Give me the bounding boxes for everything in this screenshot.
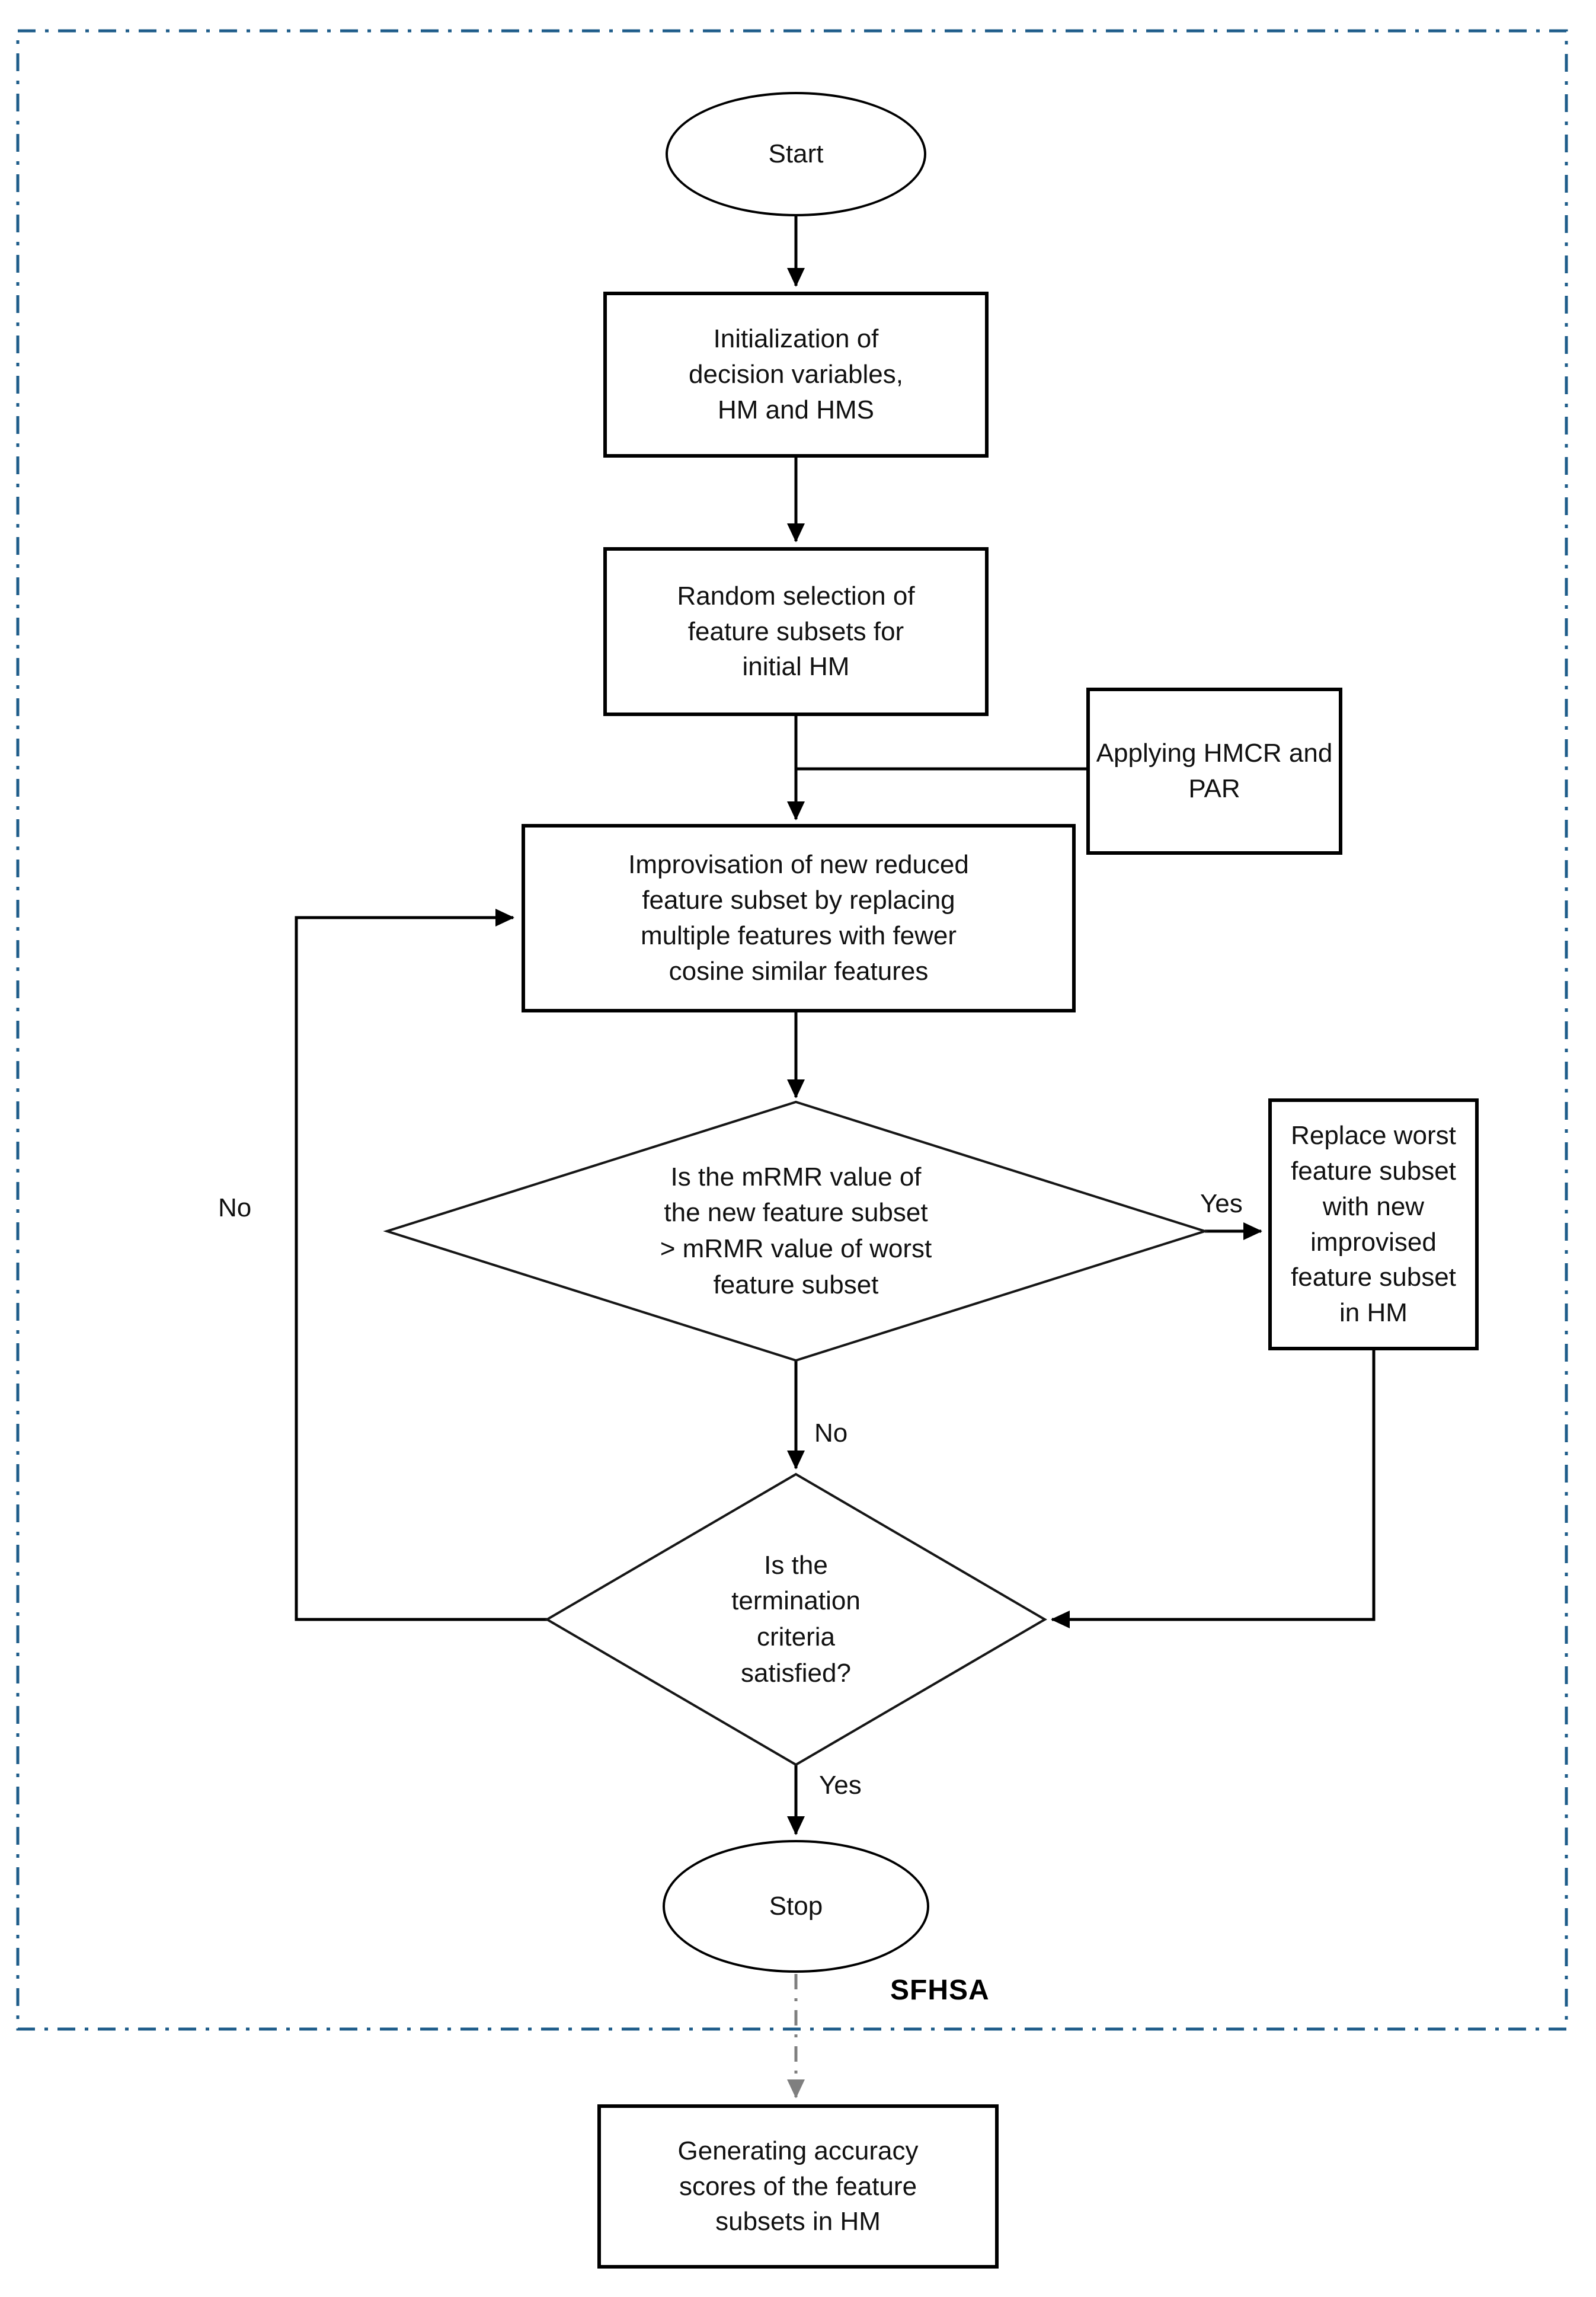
initialization-process-box: Initialization of decision variables, HM… [603, 292, 989, 458]
mrmr-decision-label: Is the mRMR value of the new feature sub… [660, 1162, 932, 1299]
applying-hmcr-par-label: Applying HMCR and PAR [1096, 739, 1333, 803]
mrmr-decision-diamond [383, 1100, 1209, 1362]
edge-replace-worst-to-termination [1051, 1350, 1376, 1628]
initialization-label: Initialization of decision variables, HM… [689, 324, 903, 424]
edge-termination-no-loop-to-improvisation [295, 909, 547, 1621]
sfhsa-caption: SFHSA [890, 1975, 990, 2006]
mrmr-yes-edge-label: Yes [1200, 1189, 1243, 1218]
mrmr-no-edge-label: No [814, 1419, 848, 1448]
start-label: Start [768, 139, 824, 169]
start-terminator: Start [666, 92, 926, 216]
improvisation-process-box: Improvisation of new reduced feature sub… [522, 824, 1076, 1012]
applying-hmcr-par-box: Applying HMCR and PAR [1086, 688, 1342, 855]
improvisation-label: Improvisation of new reduced feature sub… [628, 850, 969, 986]
stop-terminator: Stop [663, 1840, 929, 1973]
termination-decision-diamond [545, 1472, 1047, 1766]
termination-yes-edge-label: Yes [819, 1771, 862, 1800]
generate-accuracy-process-box: Generating accuracy scores of the featur… [597, 2104, 999, 2269]
generate-accuracy-label: Generating accuracy scores of the featur… [677, 2136, 919, 2237]
replace-worst-process-box: Replace worst feature subset with new im… [1268, 1098, 1479, 1350]
replace-worst-label: Replace worst feature subset with new im… [1291, 1121, 1456, 1328]
random-selection-process-box: Random selection of feature subsets for … [603, 547, 989, 716]
termination-decision-label: Is the termination criteria satisfied? [731, 1550, 861, 1688]
stop-label: Stop [769, 1892, 823, 1921]
sfhsa-boundary-box [16, 29, 1568, 2031]
termination-no-edge-label: No [218, 1193, 252, 1222]
random-selection-label: Random selection of feature subsets for … [677, 581, 915, 682]
